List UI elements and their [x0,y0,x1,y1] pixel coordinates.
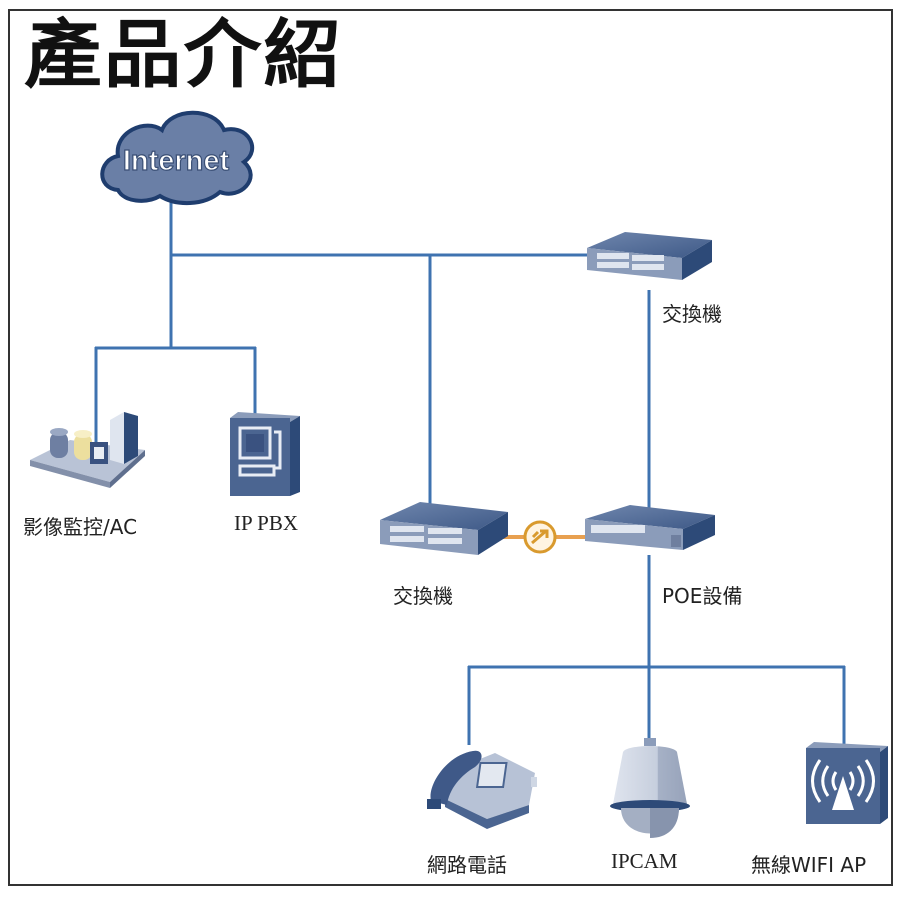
optical-link [500,520,590,554]
internet-label: Internet [123,145,230,177]
dome-camera-icon [610,738,690,838]
link-icon [523,520,557,554]
poe-label: POE設備 [662,584,743,608]
switch-icon [380,502,508,555]
page-title: 產品介紹 [24,12,344,98]
poe-switch-icon [585,505,715,550]
switch-icon [587,232,712,280]
connections [94,195,846,745]
access-switch-label: 交換機 [393,584,453,608]
core-switch-label: 交換機 [662,302,722,326]
ipcam-label: IPCAM [611,849,678,873]
ip-pbx-label: IP PBX [234,511,298,535]
cloud-icon: Internet [100,110,255,206]
diagram-frame [8,9,893,886]
wifi-ap-label: 無線WIFI AP [751,853,867,877]
nvr-label: 影像監控/AC [23,515,138,539]
wifi-ap-icon [806,742,888,824]
server-rack-icon [30,412,145,488]
phone-icon [427,750,537,829]
pbx-icon [230,412,300,496]
ip-phone-label: 網路電話 [427,853,507,877]
